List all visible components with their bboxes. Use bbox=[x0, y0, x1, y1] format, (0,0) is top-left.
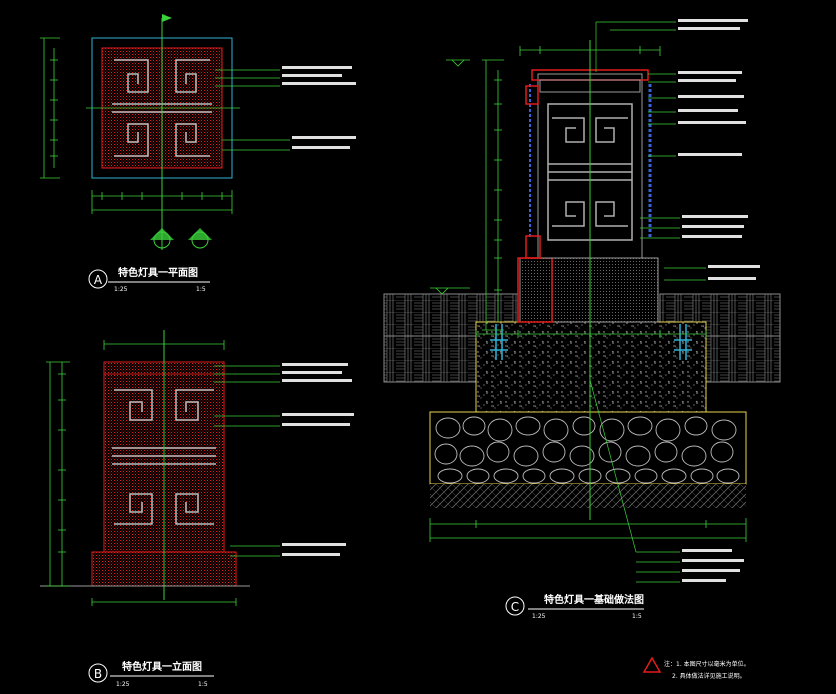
plan-title: 特色灯具一平面图 bbox=[118, 266, 198, 279]
section-title: 特色灯具一基础做法图 bbox=[544, 593, 644, 606]
plan-leaders bbox=[215, 69, 290, 151]
elevation-dimension-bottom bbox=[91, 598, 237, 606]
plan-scale-right: 1:5 bbox=[196, 286, 206, 293]
section-dimension-top bbox=[519, 46, 661, 56]
plan-scale-left: 1:25 bbox=[114, 286, 128, 293]
notes-line-1: 注：1. 本图尺寸以毫米为单位。 bbox=[664, 660, 750, 668]
plan-leader-annotations bbox=[282, 66, 356, 149]
rubble-stone-bed bbox=[429, 411, 747, 485]
concrete-footing bbox=[475, 321, 707, 413]
paving-lower-left bbox=[383, 335, 477, 383]
plan-marker-circle bbox=[88, 269, 108, 289]
elevation-view: B 特色灯具一立面图 1:25 1:5 bbox=[40, 330, 354, 688]
compacted-earth bbox=[430, 484, 746, 508]
paving-lower-right bbox=[705, 335, 781, 383]
elevation-title: 特色灯具一立面图 bbox=[122, 660, 202, 673]
section-marker-letter: C bbox=[511, 600, 519, 614]
section-dimension-mid bbox=[475, 330, 707, 338]
plan-dimension-left bbox=[40, 37, 60, 179]
section-scale-right: 1:5 bbox=[632, 613, 642, 620]
elevation-marker-letter: B bbox=[94, 667, 102, 681]
elevation-scale-right: 1:5 bbox=[198, 681, 208, 688]
anchor-bolts bbox=[490, 324, 692, 360]
elevation-marker-circle bbox=[88, 663, 108, 683]
level-markers bbox=[430, 59, 470, 295]
notes-block: 注：1. 本图尺寸以毫米为单位。 2. 具体做法详见施工说明。 bbox=[642, 656, 750, 680]
plan-marker-letter: A bbox=[94, 273, 103, 287]
section-marker-circle bbox=[505, 596, 525, 616]
elevation-leader-annotations bbox=[282, 363, 354, 556]
section-scale-left: 1:25 bbox=[532, 613, 546, 620]
elevation-dimension-left bbox=[46, 361, 70, 587]
lamp-top-red-bracket bbox=[525, 85, 539, 105]
lamp-fretwork bbox=[547, 103, 633, 241]
elevation-leaders bbox=[214, 365, 280, 557]
elevation-dimension-top bbox=[103, 340, 225, 350]
section-leader-annotations bbox=[678, 19, 760, 582]
section-view: C 特色灯具一基础做法图 1:25 1:5 bbox=[383, 19, 781, 620]
section-marker-icon bbox=[150, 228, 174, 249]
north-flag-icon bbox=[162, 14, 172, 22]
section-leaders bbox=[589, 21, 706, 583]
plan-dimension-bottom bbox=[91, 190, 233, 214]
notes-line-2: 2. 具体做法详见施工说明。 bbox=[672, 672, 746, 680]
section-dimension-bottom bbox=[429, 518, 747, 542]
warning-triangle-icon bbox=[642, 656, 662, 673]
elevation-scale-left: 1:25 bbox=[116, 681, 130, 688]
section-dimension-left bbox=[482, 59, 504, 331]
lamp-left-red-bracket bbox=[525, 235, 541, 259]
section-marker-icon bbox=[188, 228, 212, 249]
plan-view: A 特色灯具一平面图 1:25 1:5 bbox=[40, 14, 356, 293]
lamp-base-block bbox=[519, 257, 659, 323]
